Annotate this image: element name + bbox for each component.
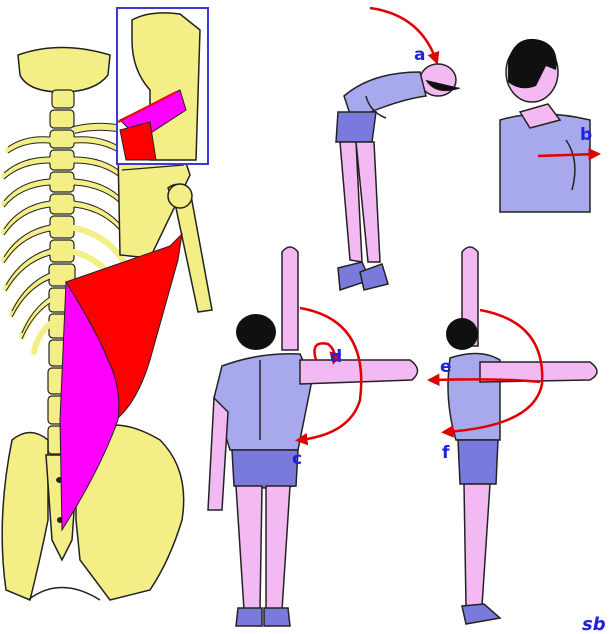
skull-base bbox=[18, 48, 110, 93]
label-f: f bbox=[442, 443, 450, 463]
inset-humerus-attachment bbox=[117, 8, 208, 164]
label-e: e bbox=[440, 357, 452, 377]
figure-back-view bbox=[208, 247, 418, 626]
label-a: a bbox=[414, 45, 425, 65]
ribs-left bbox=[4, 140, 50, 352]
artist-signature: sb bbox=[582, 614, 606, 634]
label-b: b bbox=[580, 125, 592, 145]
label-d: d bbox=[330, 347, 342, 367]
figure-forward-flexion bbox=[336, 8, 460, 290]
figure-side-view-arm-raised bbox=[432, 247, 597, 624]
label-c: c bbox=[292, 449, 302, 469]
pelvis bbox=[2, 433, 48, 601]
